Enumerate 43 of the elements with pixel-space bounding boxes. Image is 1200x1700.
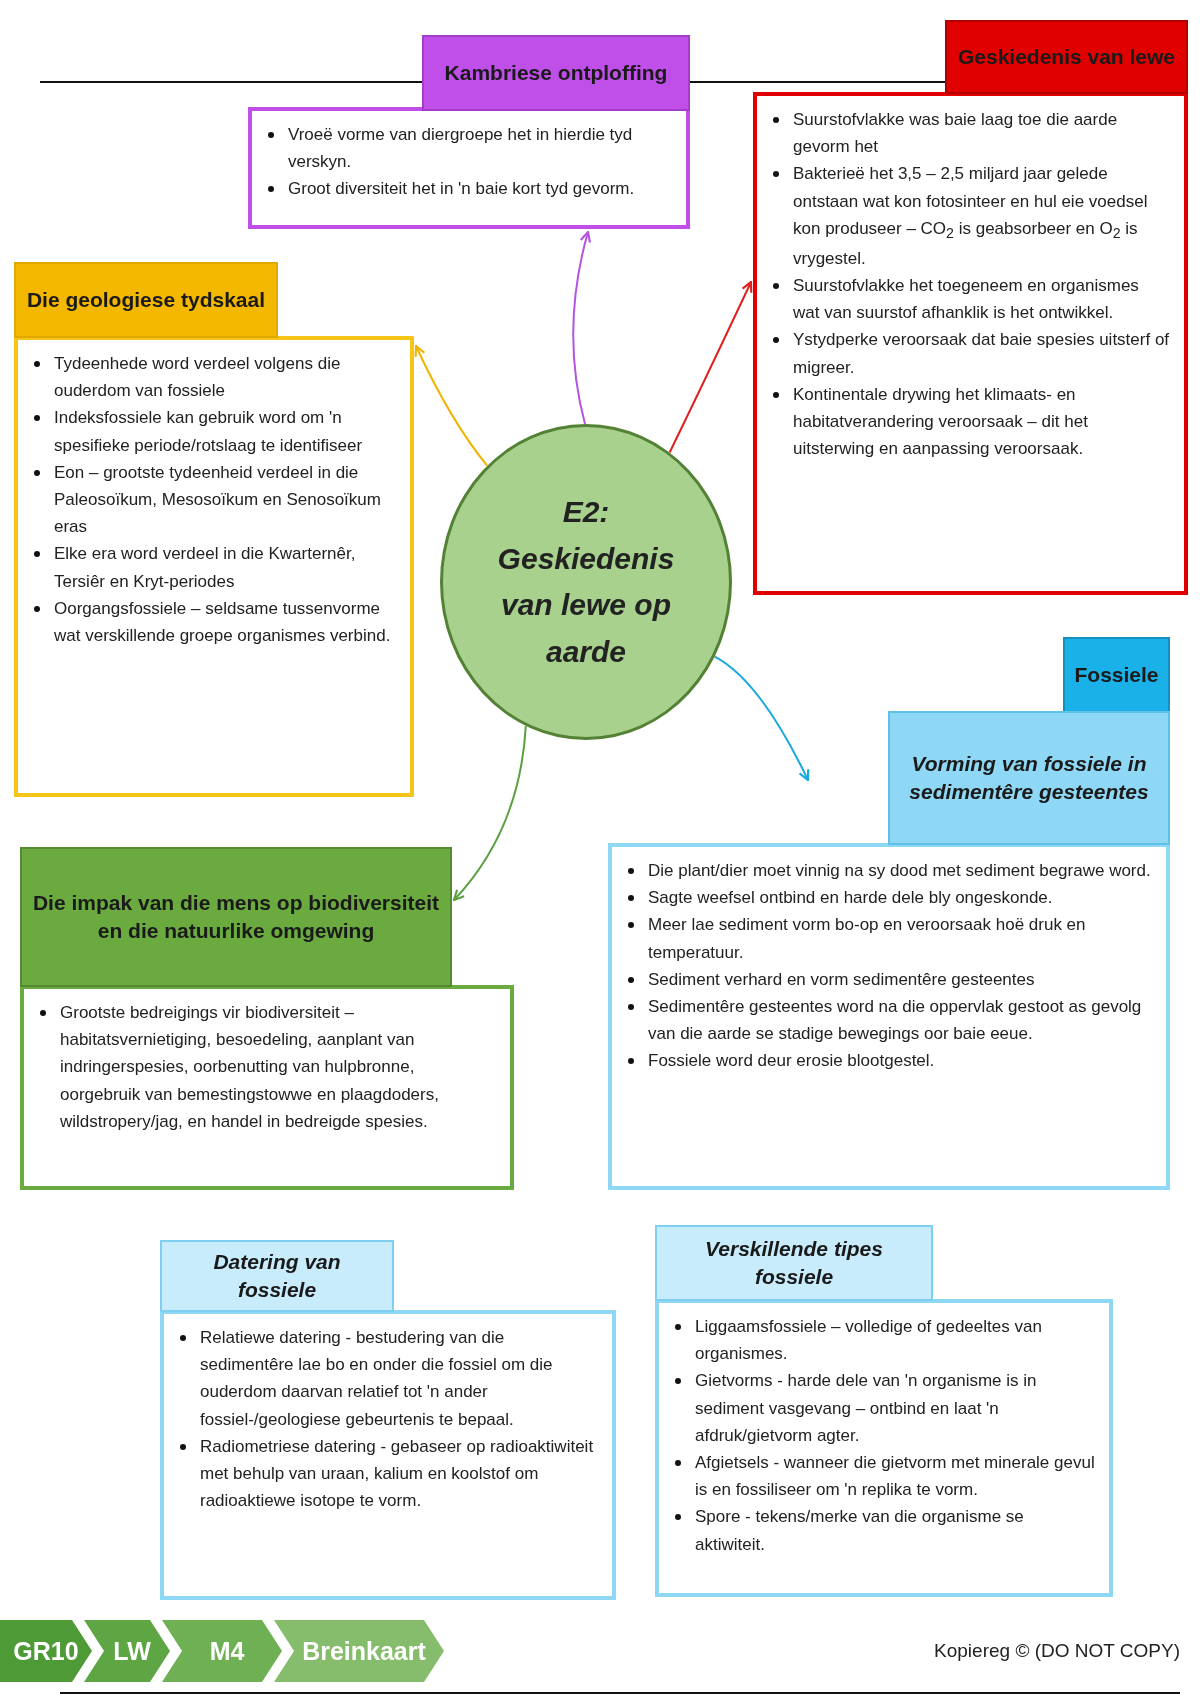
- bullet-text: Meer lae sediment vorm bo-op en veroorsaak hoë druk en temperatuur.: [648, 915, 1086, 962]
- breadcrumb-step: GR10: [0, 1620, 92, 1682]
- bullet-text: Spore - tekens/merke van die organisme se aktiwiteit.: [695, 1507, 1024, 1554]
- bullet-text: Sedimentêre gesteentes word na die oppervlak gestoot as gevolg van die aarde se stadige bewegings oor baie eeue.: [648, 996, 1142, 1044]
- heading-tab: Datering van fossiele: [160, 1240, 394, 1312]
- bullet-text: Gietvorms - harde dele van 'n organisme is in sediment vasgevang – ontbind en laat 'n afdruk/gietvorm agter.: [695, 1371, 1037, 1445]
- heading-tab: Kambriese ontploffing: [422, 35, 690, 111]
- subheading-tab: Vorming van fossiele in sedimentêre gesteentes: [888, 711, 1170, 845]
- bullet-text: Fossiele word deur erosie blootgestel.: [648, 1051, 935, 1071]
- bullet-text: Relatiewe datering - bestudering van die sedimentêre lae bo en onder die fossiel om die ouderdom daarvan relatief tot 'n ander fossiel-/geologiese gebeurtenis te bepaal.: [200, 1328, 553, 1429]
- arrow: [668, 280, 753, 454]
- topic-circle: E2: Geskiedenis van lewe op aarde: [440, 424, 732, 740]
- arrow: [452, 724, 527, 902]
- bullet-text: Suurstofvlakke het toegeneem en organismes wat van suurstof afhanklik is het ontwikkel.: [793, 276, 1139, 323]
- heading-tab: Fossiele: [1063, 637, 1170, 713]
- bullet-text: Sediment verhard en vorm sedimentêre gesteentes: [648, 969, 1035, 989]
- breadcrumb-step: LW: [84, 1620, 170, 1682]
- breadcrumb-step: M4: [162, 1620, 282, 1682]
- bullet-text: Radiometriese datering - gebaseer op radioaktiwiteit met behulp van uraan, kalium en koolstof om radioaktiewe isotope te vorm.: [200, 1436, 594, 1511]
- copyright-notice: Kopiereg © (DO NOT COPY): [934, 1640, 1180, 1662]
- bullet-text: Vroeë vorme van diergroepe het in hierdie tyd verskyn.: [288, 125, 633, 172]
- bullet-text: Die plant/dier moet vinnig na sy dood met sediment begrawe word.: [648, 861, 1151, 880]
- bullet-text: Bakterieë het 3,5 – 2,5 miljard jaar gelede ontstaan wat kon fotosinteer en hul eie voedsel kon produseer – CO$_{2}$ is geabsorbeer en O$_{2}$ is vrygestel.: [793, 164, 1148, 268]
- heading-tab: Geskiedenis van lewe: [945, 20, 1188, 94]
- heading-tab: Die geologiese tydskaal: [14, 262, 278, 338]
- bullet-text: Elke era word verdeel in die Kwarternêr, Tersiêr en Kryt-periodes: [54, 544, 356, 591]
- bullet-text: Eon – grootste tydeenheid verdeel in die Paleosoïkum, Mesosoïkum en Senosoïkum eras: [54, 462, 381, 537]
- bullet-text: Afgietsels - wanneer die gietvorm met minerale gevul is en fossiliseer om 'n replika te vorm.: [695, 1452, 1095, 1500]
- breadcrumb-step: Breinkaart: [274, 1620, 444, 1682]
- arrow: [572, 230, 592, 425]
- bullet-text: Grootste bedreigings vir biodiversiteit – habitatsvernietiging, besoedeling, aanplant van indringerspesies, oorbenutting van hulpbronne, oorgebruik van bemestingstowwe en plaagdoders, wildstropery/jag, en handel in bedreigde spesies.: [60, 1003, 439, 1131]
- heading-tab: Verskillende tipes fossiele: [655, 1225, 933, 1301]
- bullet-text: Groot diversiteit het in 'n baie kort tyd gevorm.: [288, 179, 635, 199]
- bullet-text: Suurstofvlakke was baie laag toe die aarde gevorm het: [793, 110, 1118, 157]
- bullet-text: Kontinentale drywing het klimaats- en habitatverandering veroorsaak – dit het uitsterwing en aanpassing veroorsaak.: [793, 384, 1088, 459]
- bullet-text: Indeksfossiele kan gebruik word om 'n spesifieke periode/rotslaag te identifiseer: [54, 408, 363, 455]
- bullet-text: Oorgangsfossiele – seldsame tussenvorme wat verskillende groepe organismes verbind.: [54, 598, 391, 645]
- bullet-text: Liggaamsfossiele – volledige of gedeeltes van organismes.: [695, 1317, 1042, 1364]
- bullet-text: Sagte weefsel ontbind en harde dele bly ongeskonde.: [648, 888, 1053, 908]
- bullet-text: Ystydperke veroorsaak dat baie spesies uitsterf of migreer.: [793, 330, 1170, 377]
- heading-tab: Die impak van die mens op biodiversiteit en die natuurlike omgewing: [20, 847, 452, 987]
- bullet-text: Tydeenhede word verdeel volgens die ouderdom van fossiele: [54, 354, 341, 401]
- arrow: [414, 344, 489, 467]
